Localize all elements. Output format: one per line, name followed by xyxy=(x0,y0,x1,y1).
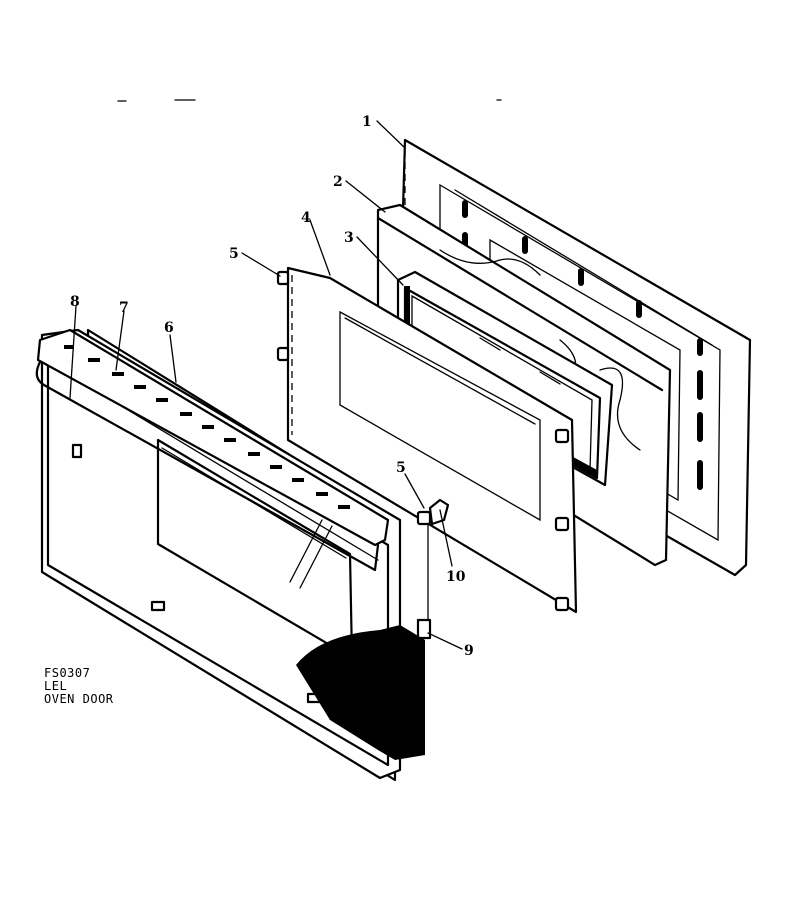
scan-marks xyxy=(117,99,502,102)
callout-8: 8 xyxy=(70,294,80,310)
callout-5-lower: 5 xyxy=(396,460,406,476)
caption-title: OVEN DOOR xyxy=(44,692,114,706)
callout-1: 1 xyxy=(362,114,372,130)
caption-code: FS0307 xyxy=(44,666,91,680)
callout-6: 6 xyxy=(164,320,174,336)
callout-2: 2 xyxy=(333,174,343,190)
part-4-inner-panel xyxy=(276,266,578,614)
leader-lines xyxy=(69,120,463,650)
part-9-10-hinge xyxy=(416,498,450,640)
callout-3: 3 xyxy=(344,230,354,246)
callout-4: 4 xyxy=(301,210,311,226)
callout-5-upper: 5 xyxy=(229,246,239,262)
caption-model: LEL xyxy=(44,679,68,693)
callout-9: 9 xyxy=(464,643,474,659)
callout-10: 10 xyxy=(446,569,466,585)
callout-7: 7 xyxy=(119,300,129,316)
part-8-front-door xyxy=(35,328,425,780)
diagram-caption: FS0307 LEL OVEN DOOR xyxy=(44,667,114,706)
callout-labels: 1 2 3 4 5 5 6 7 8 9 10 xyxy=(70,114,474,659)
